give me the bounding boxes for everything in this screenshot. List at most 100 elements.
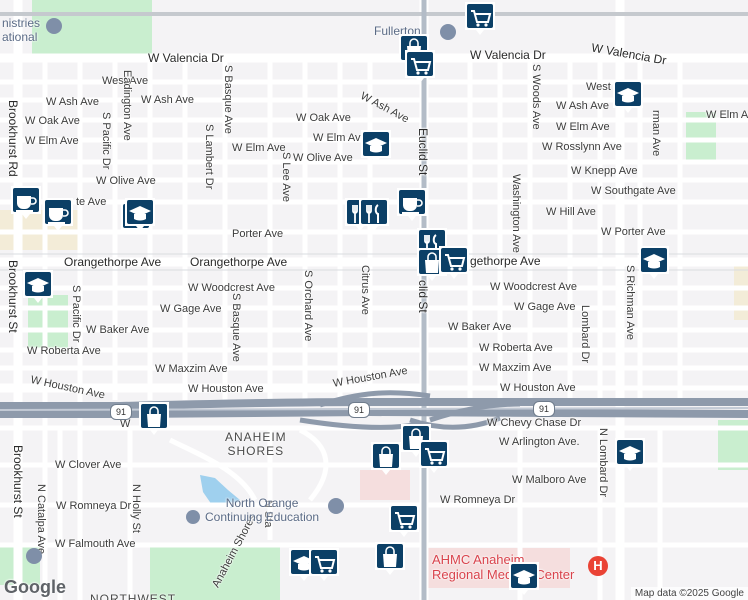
education-place-icon[interactable] <box>328 498 344 514</box>
street-label-te-ave: te Ave <box>76 196 107 208</box>
shopping-bag-marker-icon[interactable] <box>368 440 404 476</box>
street-label-w-falmouth-ave: W Falmouth Ave <box>55 538 136 550</box>
street-label-w-rosslynn-ave: W Rosslynn Ave <box>542 141 622 153</box>
street-label-s-basque-ave: S Basque Ave <box>230 293 242 362</box>
street-label-s-orchard-ave: S Orchard Ave <box>302 270 314 342</box>
school-marker-icon[interactable] <box>612 436 648 472</box>
shopping-bag-marker-icon[interactable] <box>372 540 408 576</box>
street-label-w-olive-ave: W Olive Ave <box>293 152 353 164</box>
street-label-eadington-ave: Eadington Ave <box>121 70 133 141</box>
street-label-s-richman-ave: S Richman Ave <box>624 265 636 341</box>
street-label-w-oak-ave: W Oak Ave <box>296 112 351 124</box>
shopping-cart-marker-icon[interactable] <box>402 48 438 84</box>
street-label-s-lee-ave: S Lee Ave <box>280 152 292 202</box>
hospital-icon[interactable]: H <box>588 556 608 576</box>
street-label-w: W <box>120 418 131 430</box>
street-label-w-maxzim-ave: W Maxzim Ave <box>155 363 228 375</box>
cafe-marker-icon[interactable] <box>394 186 430 222</box>
cafe-marker-icon[interactable] <box>8 184 44 220</box>
street-label-w-gage-ave: W Gage Ave <box>514 301 576 313</box>
street-label-w-roberta-ave: W Roberta Ave <box>479 342 553 354</box>
school-marker-icon[interactable] <box>636 244 672 280</box>
street-label-s-basque-ave: S Basque Ave <box>222 65 234 134</box>
place-marker-icon[interactable] <box>26 548 42 564</box>
shopping-bag-marker-icon[interactable] <box>136 400 172 436</box>
street-label-euclid-st: clid St <box>416 280 430 313</box>
street-label-s-pacific-dr: S Pacific Dr <box>70 285 82 343</box>
street-label-w-valencia-dr: W Valencia Dr <box>148 51 224 65</box>
street-label-w-clover-ave: W Clover Ave <box>55 459 122 471</box>
street-label-n-catalpa-ave: N Catalpa Ave <box>35 484 47 555</box>
hospital-area <box>360 470 410 500</box>
lake <box>200 475 240 508</box>
school-marker-icon[interactable] <box>358 128 394 164</box>
street-label-w-baker-ave: W Baker Ave <box>86 324 150 336</box>
street-label-w-southgate-ave: W Southgate Ave <box>591 185 676 197</box>
street-label-w-oak-ave: W Oak Ave <box>25 115 80 127</box>
street-label-w-ash-ave: W Ash Ave <box>46 96 99 108</box>
street-label-washington-ave: Washington Ave <box>510 174 522 253</box>
street-label-w-olive-ave: W Olive Ave <box>96 175 156 187</box>
map-attribution: Map data ©2025 Google <box>630 587 748 600</box>
school-marker-icon[interactable] <box>506 560 542 596</box>
street-label-w-arlington-ave: W Arlington Ave. <box>499 436 580 448</box>
highway-shield-91: 91 <box>348 402 370 418</box>
street-label-w-romneya-dr: W Romneya Dr <box>440 494 516 506</box>
google-logo: Google <box>4 577 66 597</box>
street-label-w-baker-ave: W Baker Ave <box>448 321 512 333</box>
school-marker-icon[interactable] <box>122 196 158 232</box>
government-building-icon[interactable] <box>440 24 456 40</box>
street-label-orangethorpe-ave: Orangethorpe Ave <box>190 255 288 269</box>
education-place-icon[interactable] <box>186 510 200 524</box>
place-label-ministries[interactable]: nistries ational <box>2 16 41 44</box>
shopping-cart-marker-icon[interactable] <box>386 502 422 538</box>
street-label-west-ave: West Ave <box>102 75 149 87</box>
street-label-porter-ave: Porter Ave <box>232 228 284 240</box>
street-label-s-richman-ave: rman Ave <box>650 110 662 157</box>
street-label-w-chevy-chase-dr: W Chevy Chase Dr <box>487 417 582 429</box>
school-marker-icon[interactable] <box>20 268 56 304</box>
street-label-brookhurst-st: Brookhurst St <box>11 445 25 518</box>
street-label-brookhurst-rd: Brookhurst Rd <box>6 100 20 177</box>
street-label-s-woods-ave: S Woods Ave <box>530 64 542 130</box>
street-label-orangethorpe-ave: Orangethorpe Ave <box>64 255 162 269</box>
street-label-n-lombard-dr: N Lombard Dr <box>597 428 609 498</box>
shopping-cart-marker-icon[interactable] <box>462 0 498 36</box>
street-label-w-ash-ave: W Ash Ave <box>556 100 609 112</box>
street-label-w-maxzim-ave: W Maxzim Ave <box>479 362 552 374</box>
street-label-s-lambert-dr: S Lambert Dr <box>203 124 215 190</box>
park-area <box>150 545 280 600</box>
street-label-w-houston-ave: W Houston Ave <box>188 383 264 395</box>
place-marker-icon[interactable] <box>46 18 62 34</box>
shopping-cart-marker-icon[interactable] <box>306 546 342 582</box>
street-label-w-woodcrest-ave: W Woodcrest Ave <box>188 282 276 294</box>
street-label-orangethorpe-ave: gethorpe Ave <box>470 254 541 268</box>
street-label-w-elm-ave: W Elm Ave <box>25 135 79 147</box>
street-label-citrus-ave: Citrus Ave <box>359 265 371 315</box>
street-label-w-elm-ave: W Elm Ave <box>232 142 286 154</box>
restaurant-marker-icon[interactable] <box>356 196 392 232</box>
school-marker-icon[interactable] <box>610 78 646 114</box>
street-label-w-ash-ave: W Ash Ave <box>141 94 194 106</box>
street-label-n-sta: N Sta <box>262 500 274 528</box>
street-label-w-porter-ave: W Porter Ave <box>601 226 666 238</box>
street-label-w-elm-ave: W Elm Ave <box>313 132 367 144</box>
shopping-cart-marker-icon[interactable] <box>416 438 452 474</box>
shopping-cart-marker-icon[interactable] <box>436 244 472 280</box>
highway-shield-91: 91 <box>533 401 555 417</box>
cafe-marker-icon[interactable] <box>40 196 76 232</box>
highway-shield-91: 91 <box>110 404 132 420</box>
street-label-w-gage-ave: W Gage Ave <box>160 303 222 315</box>
street-label-w-elm-ave: W Elm Ave <box>556 121 610 133</box>
street-label-s-pacific-dr: S Pacific Dr <box>100 112 112 170</box>
street-label-w-roberta-ave: W Roberta Ave <box>27 345 101 357</box>
street-label-euclid-st: Euclid St <box>416 128 430 176</box>
street-label-w-valencia-dr: W Valencia Dr <box>470 48 546 62</box>
street-label-w-knepp-ave: W Knepp Ave <box>571 165 638 177</box>
street-label-w-woodcrest-ave: W Woodcrest Ave <box>490 281 578 293</box>
place-label-north-orange-continuing-education[interactable]: North Orange Continuing Education <box>205 496 320 524</box>
street-label-brookhurst-rd: Brookhurst St <box>6 260 20 333</box>
place-label-ahmc-anaheim-regional-medical-center[interactable]: AHMC Anaheim Regional Medical Center <box>432 552 575 582</box>
street-label-west: West <box>586 81 611 93</box>
